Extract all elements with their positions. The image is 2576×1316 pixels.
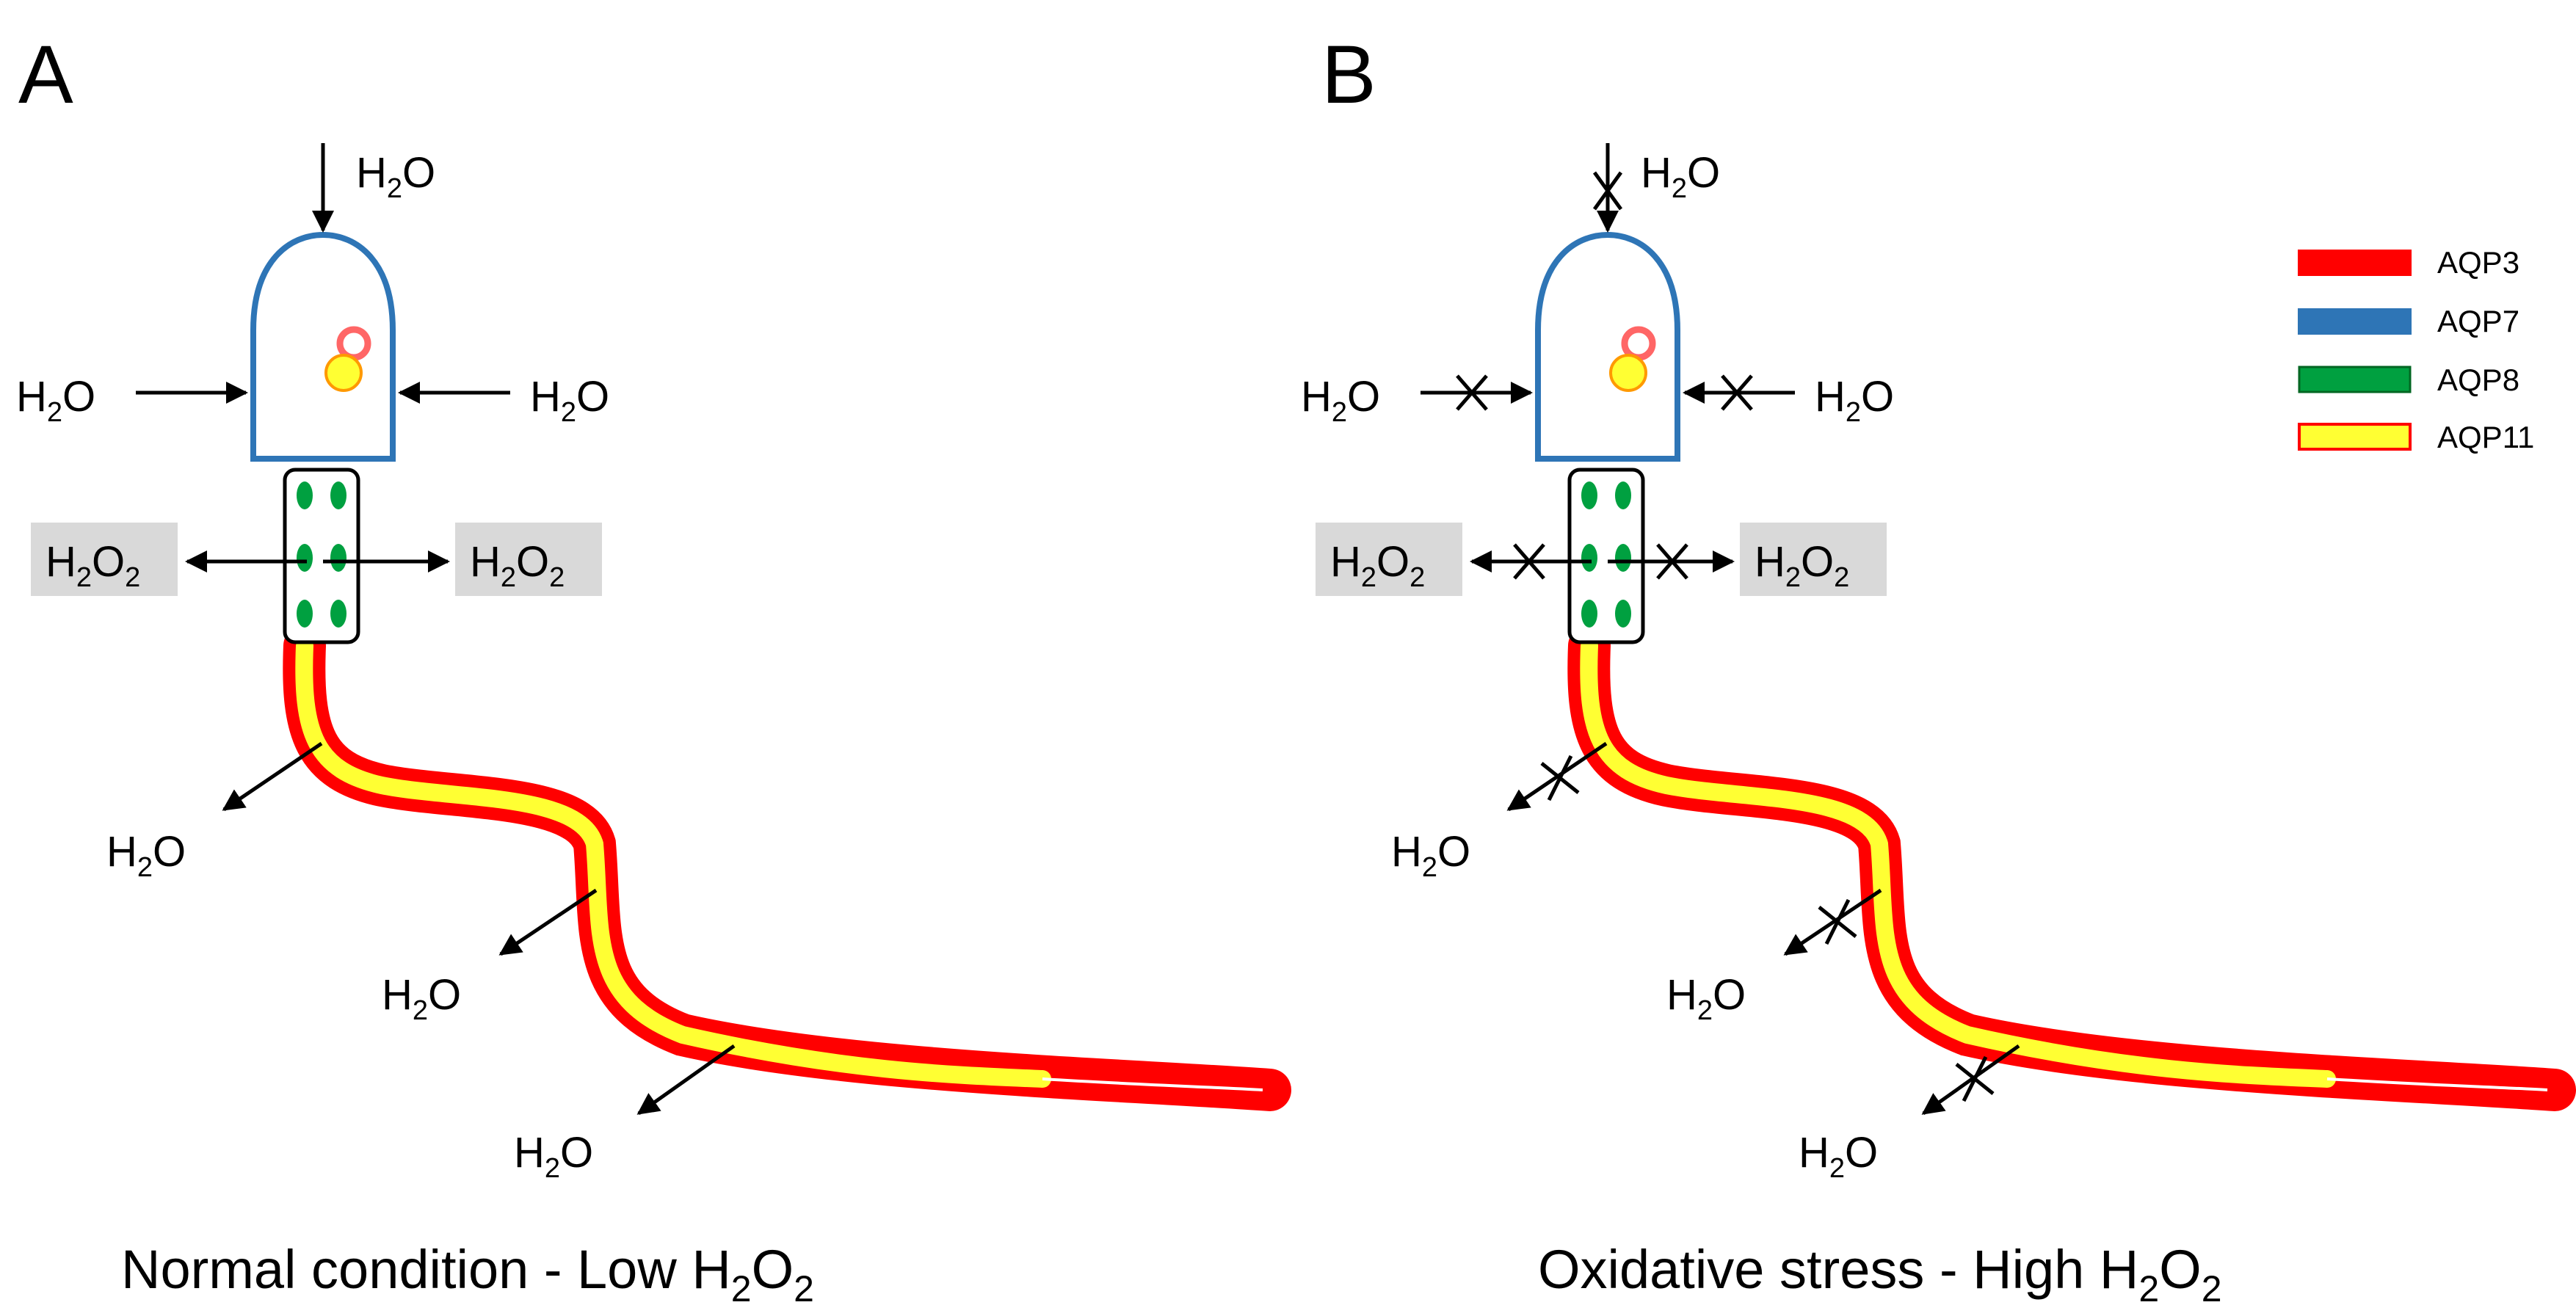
legend: AQP3 AQP7 AQP8 AQP11	[2298, 245, 2534, 454]
arrow-tail-3	[636, 1044, 736, 1116]
h2o-label: H2O	[16, 373, 95, 428]
aqp8-dots	[297, 481, 347, 628]
aqp11-vesicle-ring	[336, 326, 371, 361]
h2o-label: H2O	[1815, 373, 1894, 428]
arrow-tail-2	[498, 888, 598, 956]
block-cross-marks	[1456, 171, 1995, 1102]
legend-label-aqp7: AQP7	[2437, 304, 2519, 338]
aqp11-vesicle	[324, 354, 363, 392]
h2o-label: H2O	[1799, 1129, 1878, 1184]
legend-swatch-aqp11	[2298, 423, 2412, 451]
sperm-tail-outer	[1567, 625, 2576, 1111]
legend-swatch-aqp3	[2298, 250, 2412, 276]
legend-label-aqp8: AQP8	[2437, 363, 2519, 397]
h2o-label: H2O	[382, 971, 461, 1026]
h2o2-box	[1740, 523, 1887, 596]
h2o2-label: H2O2	[470, 538, 565, 593]
legend-swatch-aqp8	[2298, 366, 2412, 393]
panel-caption: Oxidative stress - High H2O2	[1538, 1239, 2222, 1309]
sperm-midpiece	[283, 468, 360, 644]
sperm-tail-inner	[295, 637, 1051, 1088]
h2o-label: H2O	[530, 373, 609, 428]
panel-caption: Normal condition - Low H2O2	[121, 1239, 814, 1309]
h2o-label: H2O	[106, 828, 186, 883]
sperm-head	[250, 231, 396, 462]
h2o-label: H2O	[1301, 373, 1380, 428]
h2o2-box	[31, 523, 178, 596]
legend-label-aqp3: AQP3	[2437, 245, 2519, 280]
h2o-label: H2O	[356, 149, 435, 204]
arrow-tail-2	[1783, 888, 1882, 956]
legend-label-aqp11: AQP11	[2437, 420, 2534, 454]
panel-b: B	[1301, 29, 2576, 1309]
panel-a: A H2O H2O H2O H2O H2O H2O	[16, 29, 1291, 1309]
panel-letter: A	[18, 29, 73, 120]
sperm-tail-white-line	[2326, 1077, 2548, 1091]
h2o2-box	[455, 523, 602, 596]
arrow-tail-1	[222, 741, 323, 812]
arrow-tail-3	[1921, 1044, 2020, 1116]
h2o-label: H2O	[1641, 149, 1720, 204]
aqp8-dots	[1581, 481, 1631, 628]
h2o-label: H2O	[514, 1129, 593, 1184]
h2o2-label: H2O2	[46, 538, 140, 593]
h2o2-label: H2O2	[1755, 538, 1849, 593]
legend-swatch-aqp7	[2298, 308, 2412, 335]
h2o-label: H2O	[1666, 971, 1746, 1026]
sperm-midpiece	[1567, 468, 1645, 644]
h2o2-label: H2O2	[1330, 538, 1425, 593]
h2o-label: H2O	[1391, 828, 1470, 883]
aqp11-vesicle-ring	[1621, 326, 1656, 361]
sperm-tail-inner	[1580, 637, 2336, 1088]
sperm-head	[1535, 231, 1680, 462]
h2o2-box	[1316, 523, 1462, 596]
aqp11-vesicle	[1609, 354, 1647, 392]
sperm-tail-outer	[283, 625, 1291, 1111]
sperm-tail-white-line	[1042, 1077, 1263, 1091]
panel-letter: B	[1321, 29, 1376, 120]
